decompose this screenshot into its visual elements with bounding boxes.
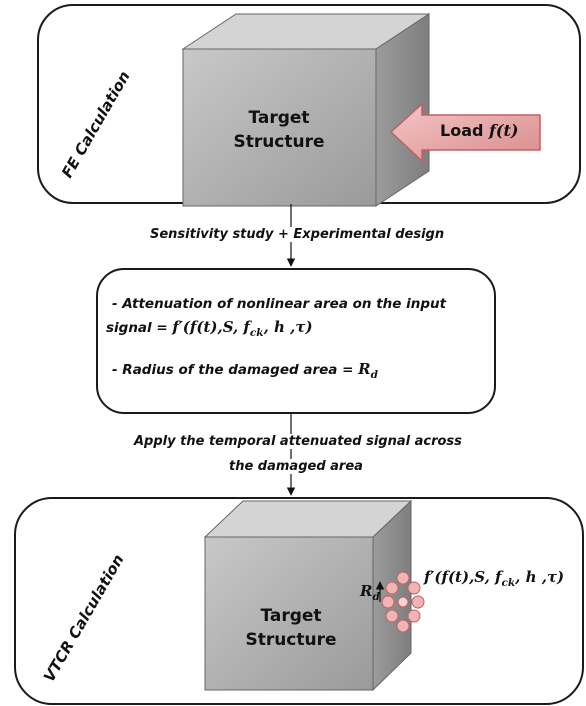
bottom-target-line: Target xyxy=(260,606,322,626)
signal-formula: f′(f(t),S, fck, h ,τ) xyxy=(172,318,313,339)
connector-2-text-line-1: Apply the temporal attenuated signal acr… xyxy=(132,434,464,449)
top-cube xyxy=(181,13,431,207)
radius-symbol: Rd xyxy=(360,582,380,603)
radius-line: - Radius of the damaged area = Rd xyxy=(112,360,378,381)
load-arrow xyxy=(389,102,541,163)
bottom-cube xyxy=(203,499,413,692)
attenuation-panel xyxy=(96,268,496,414)
top-target-structure-label: Target Structure xyxy=(214,106,344,154)
damaged-signal-formula: f′(f(t),S, fck, h ,τ) xyxy=(424,568,565,589)
bottom-target-structure-label: Target Structure xyxy=(226,604,356,652)
load-word: Load xyxy=(440,121,484,140)
connector-2-text-line-2: the damaged area xyxy=(227,459,365,474)
signal-prefix: signal = xyxy=(106,320,168,336)
attenuation-line-2: signal = f′(f(t),S, fck, h ,τ) xyxy=(106,318,313,339)
connector-1-text: Sensitivity study + Experimental design xyxy=(148,227,447,242)
attenuation-line-1: - Attenuation of nonlinear area on the i… xyxy=(112,296,447,312)
damaged-area-arrows xyxy=(381,571,425,633)
top-structure-line: Structure xyxy=(233,132,325,152)
bottom-structure-line: Structure xyxy=(245,630,337,650)
radius-prefix: - Radius of the damaged area = xyxy=(112,362,354,378)
load-function: f(t) xyxy=(489,121,519,140)
load-label: Load f(t) xyxy=(440,121,518,140)
top-target-line: Target xyxy=(248,108,310,128)
radius-formula: Rd xyxy=(358,360,378,381)
